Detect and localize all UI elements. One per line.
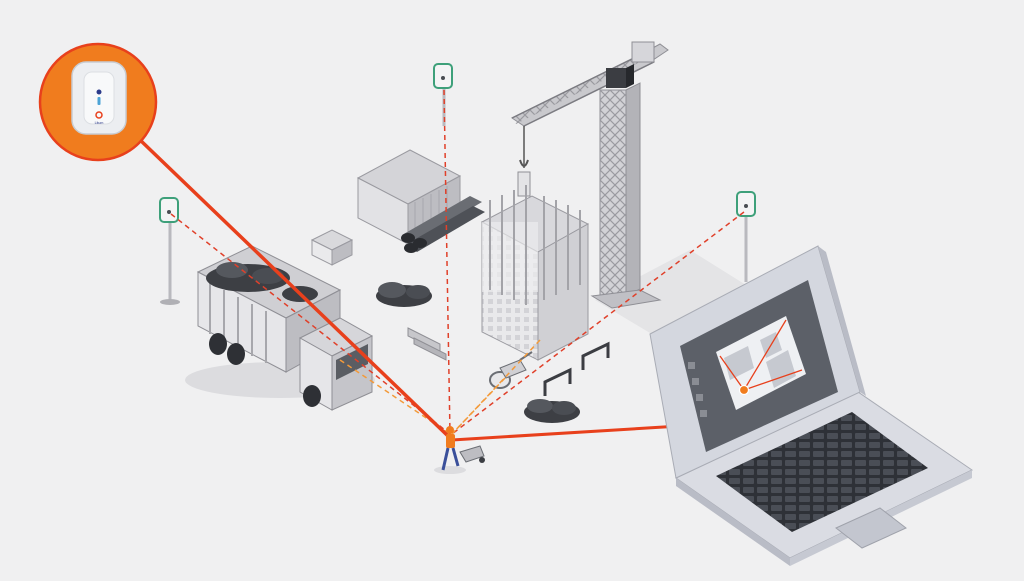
tag-brand-label: Litum xyxy=(95,121,104,125)
laptop-keyboard xyxy=(716,412,928,532)
rubble-pile-2 xyxy=(524,399,580,423)
tower-crane-icon xyxy=(511,41,669,309)
worker-icon xyxy=(434,426,485,474)
laptop-screen-map xyxy=(716,316,806,410)
building-under-construction xyxy=(480,185,590,361)
map-signal-line xyxy=(719,355,745,391)
rubble-pile-1 xyxy=(376,282,432,307)
map-location-marker xyxy=(738,384,750,396)
signal-line-building xyxy=(451,339,541,435)
crane-shadow xyxy=(595,250,770,345)
steel-beams xyxy=(407,327,447,361)
tag-to-worker-link xyxy=(136,136,450,438)
laptop-icon xyxy=(649,245,973,566)
map-signal-line xyxy=(743,369,803,391)
concrete-blocks xyxy=(310,229,354,266)
rtls-anchor-icon xyxy=(736,191,756,282)
tag-closeup: Litum xyxy=(38,42,158,162)
worker-to-laptop-link xyxy=(451,424,681,442)
map-signal-line xyxy=(743,319,787,391)
laptop-touchpad xyxy=(835,507,907,549)
steel-pipes xyxy=(401,196,485,253)
tracking-tag-icon: Litum xyxy=(71,61,127,135)
screen-sidebar-buttons xyxy=(688,362,707,417)
signal-line-anchor-top xyxy=(443,89,451,435)
road-barriers xyxy=(543,341,610,396)
dump-truck-icon xyxy=(185,245,375,411)
signal-line-anchor-right xyxy=(451,211,745,435)
